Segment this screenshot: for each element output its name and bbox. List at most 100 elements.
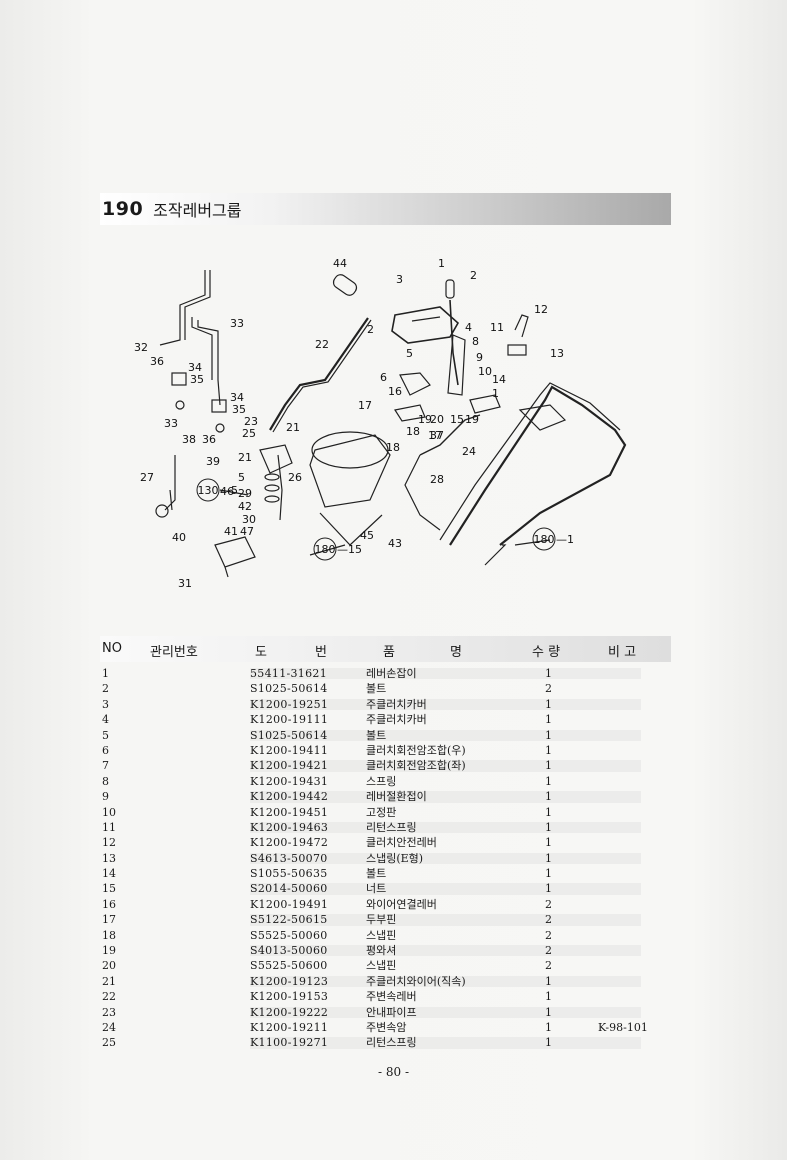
callout-label: 21: [286, 421, 300, 434]
row-part-number: K1200-19431: [250, 774, 329, 788]
ref-suffix-180-a: —15: [337, 543, 362, 556]
row-part-number: K1200-19153: [250, 990, 329, 1004]
row-part-number: K1200-19411: [250, 743, 329, 757]
row-part-number: K1100-19271: [250, 1036, 329, 1050]
callout-label: 2: [470, 269, 477, 282]
callout-label: 38: [182, 433, 196, 446]
diagram-drawing: [155, 270, 627, 578]
row-quantity: 2: [545, 913, 552, 927]
callout-label: 18: [386, 441, 400, 454]
row-no: 3: [102, 697, 109, 711]
row-no: 5: [102, 728, 109, 742]
callout-label: 5: [238, 471, 245, 484]
row-part-name: 평와셔: [366, 944, 397, 958]
row-no: 2: [102, 682, 109, 696]
row-part-number: S1055-50635: [250, 867, 328, 881]
reference-marks: 130 —5 180 —15 180 —1: [196, 478, 574, 561]
callout-label: 20: [430, 413, 444, 426]
row-no: 9: [102, 790, 109, 804]
page-number: - 80 -: [377, 1065, 409, 1079]
row-part-name: 볼트: [366, 682, 387, 696]
callout-label: 6: [380, 371, 387, 384]
callout-label: 26: [288, 471, 302, 484]
row-shade: [250, 1006, 641, 1018]
row-part-name: 레버손잡이: [366, 667, 417, 680]
callout-label: 36: [202, 433, 216, 446]
callout-label: 8: [472, 335, 479, 348]
row-quantity: 1: [545, 820, 552, 834]
ref-suffix-130: —5: [220, 484, 238, 497]
callout-label: 17: [358, 399, 372, 412]
callout-label: 30: [242, 513, 256, 526]
callout-label: 33: [230, 317, 244, 330]
row-part-name: 주클러치카버: [366, 713, 427, 727]
row-part-number: S4613-50070: [250, 851, 328, 865]
row-no: 10: [102, 805, 116, 819]
callout-label: 22: [315, 338, 329, 351]
row-quantity: 1: [545, 667, 552, 680]
row-quantity: 1: [545, 1005, 552, 1019]
ref-circle-180-b: [532, 527, 556, 551]
row-part-name: 리턴스프링: [366, 1036, 417, 1050]
row-shade: [250, 1037, 641, 1049]
row-quantity: 1: [545, 697, 552, 711]
callout-label: 12: [534, 303, 548, 316]
row-no: 11: [102, 820, 116, 834]
row-part-name: 주변속레버: [366, 990, 417, 1004]
callout-label: 31: [178, 577, 192, 590]
row-quantity: 1: [545, 774, 552, 788]
section-title: 조작레버그룹: [153, 201, 242, 220]
callout-label: 39: [206, 455, 220, 468]
row-shade: [250, 698, 641, 711]
callout-label: 27: [140, 471, 154, 484]
row-part-name: 주클러치카버: [366, 697, 427, 711]
callout-label: 32: [134, 341, 148, 354]
callout-label: 19: [465, 413, 479, 426]
row-part-number: K1200-19421: [250, 759, 329, 773]
header-qty: 수 량: [532, 645, 561, 660]
row-part-number: K1200-19463: [250, 820, 329, 834]
callout-label: 34: [188, 361, 202, 374]
row-no: 14: [102, 867, 116, 881]
row-shade: [250, 914, 641, 926]
row-quantity: 1: [545, 728, 552, 742]
row-no: 24: [102, 1020, 116, 1034]
row-quantity: 2: [545, 682, 552, 696]
row-no: 8: [102, 774, 109, 788]
row-quantity: 1: [545, 790, 552, 804]
row-no: 4: [102, 713, 109, 727]
row-part-name: 클러치회전암조합(우): [366, 743, 466, 757]
row-no: 12: [102, 836, 116, 850]
row-part-number: S5525-50600: [250, 959, 328, 973]
callout-label: 36: [150, 355, 164, 368]
row-part-number: S1025-50614: [250, 682, 328, 696]
callout-label: 19: [418, 413, 432, 426]
callout-label: 40: [172, 531, 186, 544]
callout-label: 35: [190, 373, 204, 386]
row-part-number: K1200-19111: [250, 713, 329, 727]
table-row: 2 S1025-50614 볼트 2: [100, 681, 671, 696]
header-note: 비 고: [608, 645, 637, 660]
callout-label: 23: [244, 415, 258, 428]
row-part-name: 안내파이프: [366, 1005, 417, 1019]
callout-label: 13: [550, 347, 564, 360]
row-quantity: 1: [545, 1036, 552, 1050]
row-shade: [250, 668, 641, 680]
callout-label: 33: [164, 417, 178, 430]
ref-label-180-b: 180: [534, 533, 555, 546]
row-part-number: S4013-50060: [250, 944, 328, 958]
row-quantity: 1: [545, 974, 552, 988]
row-part-number: K1200-19491: [250, 897, 329, 911]
